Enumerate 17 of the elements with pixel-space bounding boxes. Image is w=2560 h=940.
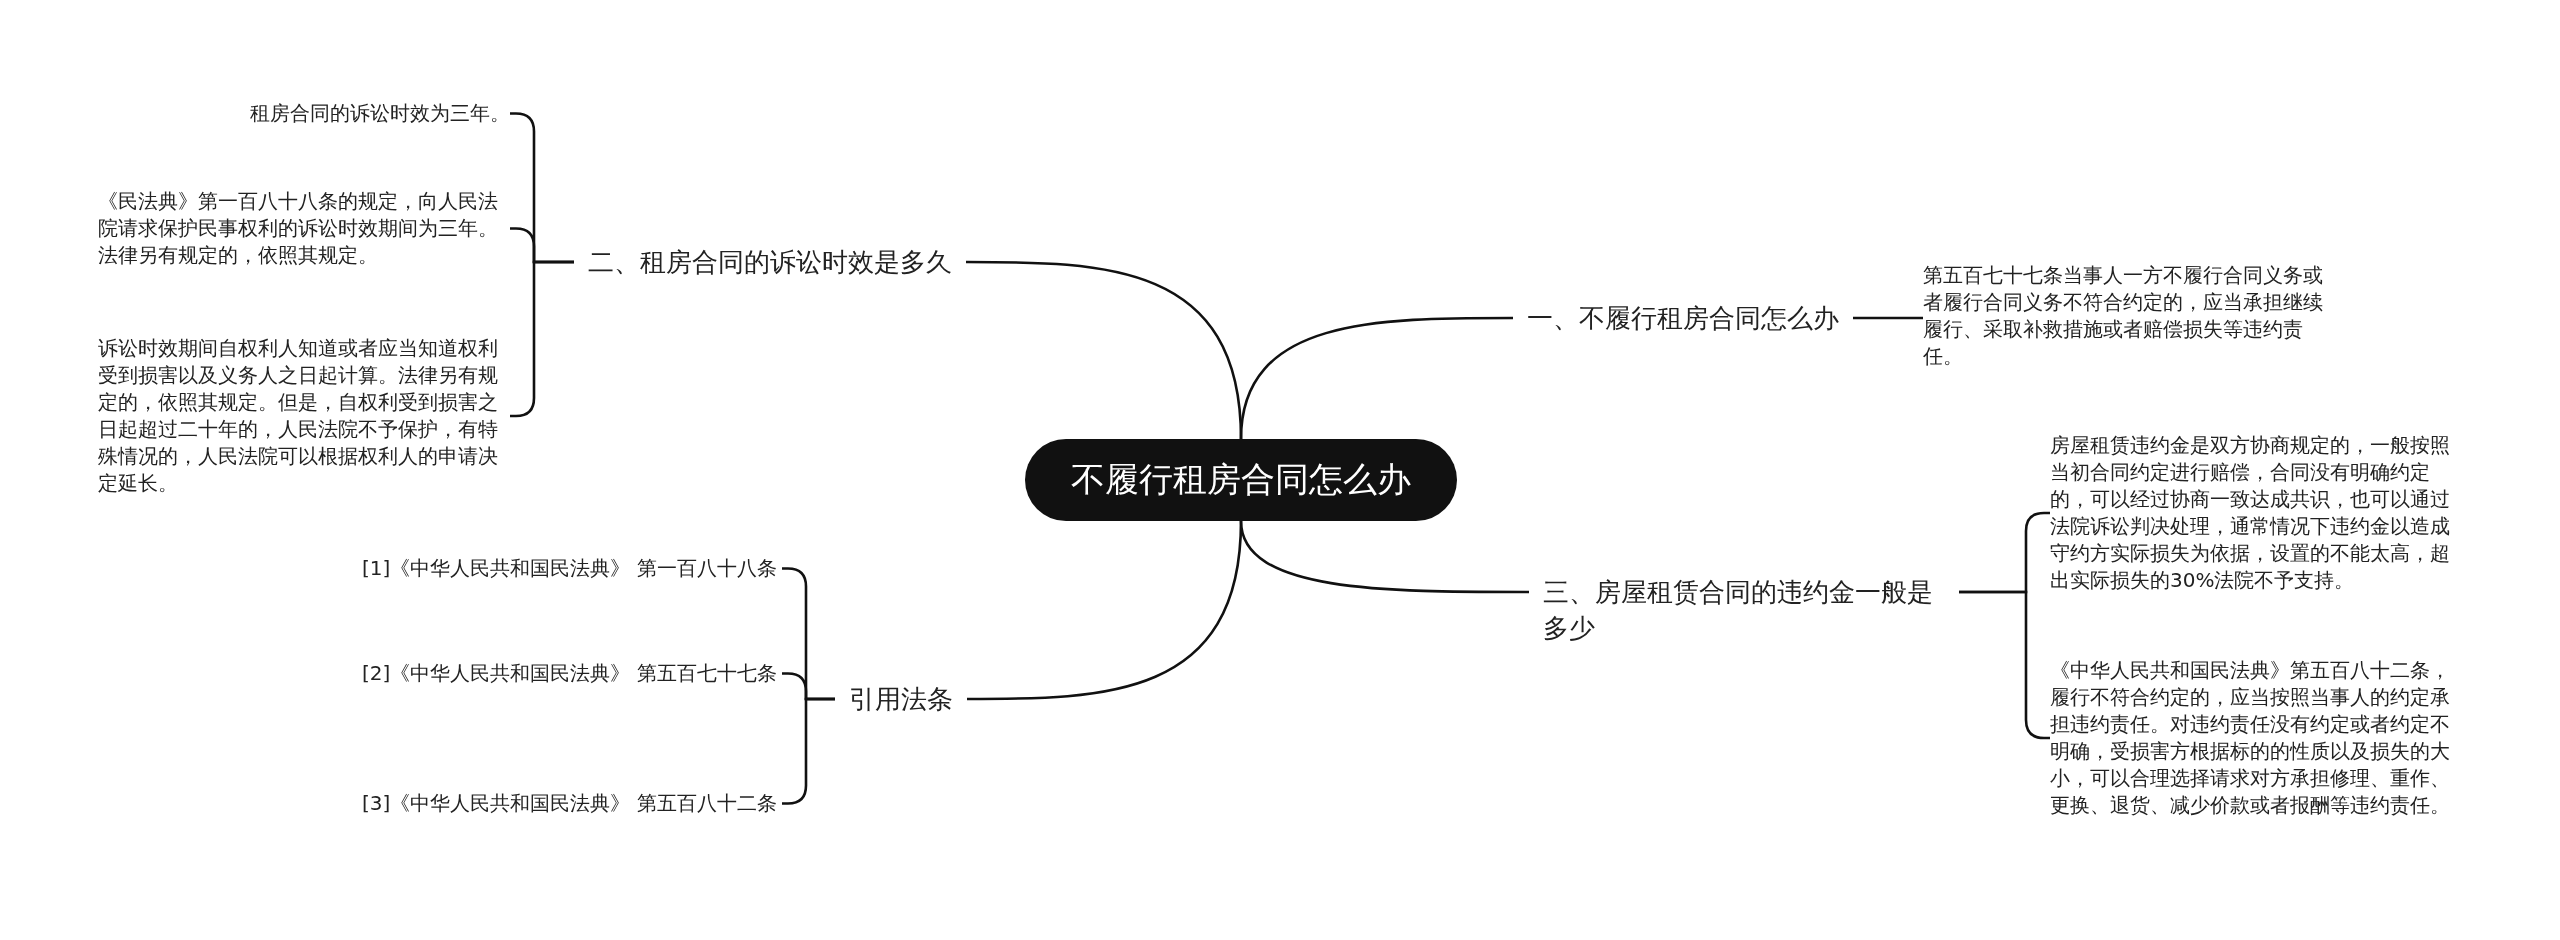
note-text: 《中华人民共和国民法典》第五百八十二条，履行不符合约定的，应当按照当事人的约定承担违约责任。对违约责任没有约定或者约定不明确，受损害方根据标的的性质以及损失的大小，可以合理选择请求对方承担修理、重作、更换、退货、减少价款或者报酬等违约责任。 bbox=[2050, 657, 2454, 819]
connector-line bbox=[1853, 316, 1923, 320]
note-text: 租房合同的诉讼时效为三年。 bbox=[98, 100, 510, 127]
branch-topic: 引用法条 bbox=[835, 681, 967, 717]
branch-topic: 三、房屋租赁合同的违约金一般是多少 bbox=[1529, 574, 1959, 646]
note-text: [2]《中华人民共和国民法典》 第五百七十七条 bbox=[362, 660, 782, 687]
branch-topic: 二、租房合同的诉讼时效是多久 bbox=[574, 244, 966, 280]
branch-topic: 一、不履行租房合同怎么办 bbox=[1513, 300, 1853, 336]
central-topic-pill: 不履行租房合同怎么办 bbox=[1025, 439, 1457, 521]
connector-line bbox=[967, 520, 1243, 701]
note-text: [3]《中华人民共和国民法典》 第五百八十二条 bbox=[362, 790, 782, 817]
note-text: 《民法典》第一百八十八条的规定，向人民法院请求保护民事权利的诉讼时效期间为三年。法律另有规定的，依照其规定。 bbox=[98, 188, 510, 269]
note-text: 第五百七十七条当事人一方不履行合同义务或者履行合同义务不符合约定的，应当承担继续履行、采取补救措施或者赔偿损失等违约责任。 bbox=[1923, 262, 2327, 370]
connector-line bbox=[966, 260, 1243, 440]
note-text: 房屋租赁违约金是双方协商规定的，一般按照当初合同约定进行赔偿，合同没有明确约定的，可以经过协商一致达成共识，也可以通过法院诉讼判决处理，通常情况下违约金以造成守约方实际损失为依据，设置的不能太高，超出实际损失的30%法院不予支持。 bbox=[2050, 432, 2454, 594]
note-text: [1]《中华人民共和国民法典》 第一百八十八条 bbox=[362, 555, 782, 582]
note-text: 诉讼时效期间自权利人知道或者应当知道权利受到损害以及义务人之日起计算。法律另有规定的，依照其规定。但是，自权利受到损害之日起超过二十年的，人民法院不予保护，有特殊情况的，人民法院可以根据权利人的申请决定延长。 bbox=[98, 335, 510, 497]
